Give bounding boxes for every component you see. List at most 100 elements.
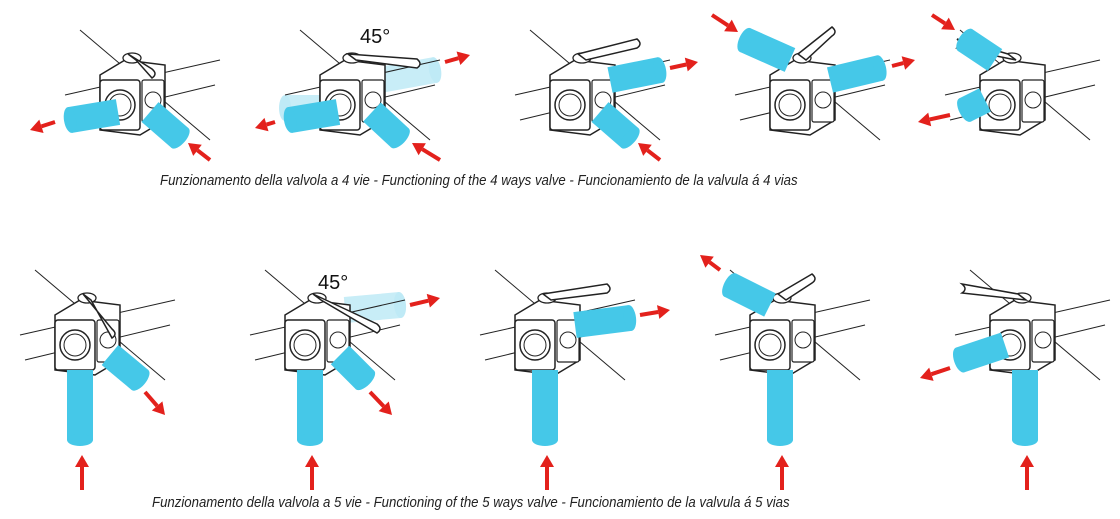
pipe-end: [957, 98, 973, 122]
pipe-end: [620, 127, 640, 149]
valve-side-port: [814, 91, 832, 109]
pipe: [955, 332, 1010, 373]
angle-label-4way: 45°: [360, 26, 391, 48]
flow-arrow-head: [1020, 455, 1034, 467]
pipe-end: [952, 347, 968, 373]
pipe-end: [283, 107, 297, 133]
valve-handle: [959, 282, 1029, 302]
angle-label-5way: 45°: [318, 272, 349, 294]
pipe-end: [1012, 434, 1038, 446]
flow-arrow-head: [378, 401, 392, 415]
valve-handle: [345, 53, 421, 69]
pipe: [377, 57, 438, 93]
caption-5way: Funzionamento della valvola a 5 vie - Fu…: [152, 494, 790, 511]
valve-figure-4way-4: [710, 13, 915, 141]
valve-side-port: [1024, 91, 1042, 109]
valve-side-port: [794, 331, 812, 349]
pipe-end: [393, 292, 407, 318]
valve-port-inner: [758, 333, 782, 357]
valve-handle: [312, 293, 381, 334]
pipe: [826, 55, 884, 93]
valve-port-inner: [988, 93, 1012, 117]
valve-handle: [796, 26, 836, 61]
pipe-end: [653, 57, 667, 83]
flow-arrow-shaft: [409, 298, 429, 307]
flow-arrow-shaft: [421, 147, 442, 162]
flow-arrow-head: [188, 143, 202, 156]
flow-arrow-head: [540, 455, 554, 467]
valve-port-inner: [523, 333, 547, 357]
valve-figure-5way-4: [700, 255, 871, 490]
flow-arrow-head: [700, 255, 714, 268]
pipe-end: [956, 28, 974, 52]
valve-side-port: [364, 91, 382, 109]
valve-figure-4way-2: [255, 29, 470, 162]
flow-arrow-shaft: [444, 56, 459, 64]
flow-arrow-head: [255, 117, 269, 132]
pipe: [739, 28, 796, 72]
flow-arrow-head: [75, 455, 89, 467]
pipe: [591, 102, 639, 148]
valve-side-port: [1034, 331, 1052, 349]
flow-arrow-shaft: [708, 260, 722, 272]
flow-arrow-shaft: [646, 148, 662, 162]
pipe-end: [390, 127, 410, 149]
valve-handle: [776, 273, 816, 301]
valve-figure-4way-3: [514, 29, 698, 162]
flow-arrow-head: [941, 17, 955, 30]
pipe: [101, 345, 149, 390]
valve-handle: [541, 283, 611, 301]
flow-arrow-shaft: [143, 390, 159, 408]
flow-arrow-shaft: [929, 113, 951, 122]
valve-figure-5way-3: [479, 269, 670, 490]
pipe: [67, 99, 121, 133]
pipe-end: [428, 57, 442, 83]
flow-arrow-shaft: [368, 390, 386, 408]
flow-arrow-head: [412, 143, 426, 156]
pipe: [957, 29, 1003, 71]
flow-arrow-head: [305, 455, 319, 467]
pipe-end: [873, 55, 887, 81]
flow-arrow-head: [151, 401, 165, 415]
flow-arrow-head: [901, 56, 915, 70]
pipe: [287, 99, 341, 133]
valve-side-port: [329, 331, 347, 349]
flow-arrow-shaft: [196, 148, 212, 162]
pipe-end: [532, 434, 558, 446]
caption-4way: Funzionamento della valvola a 4 vie - Fu…: [160, 172, 798, 189]
pipe-end: [170, 127, 190, 149]
valve-port-inner: [558, 93, 582, 117]
valve-port-inner: [63, 333, 87, 357]
flow-arrow-head: [920, 367, 934, 381]
pipe: [141, 102, 189, 148]
pipe-end: [623, 305, 637, 331]
flow-arrow-head: [657, 305, 670, 319]
flow-arrow-head: [724, 19, 738, 32]
valve-figure-4way-1: [30, 29, 221, 162]
flow-arrow-head: [918, 112, 932, 127]
pipe-end: [737, 27, 753, 53]
flow-arrow-shaft: [669, 62, 687, 70]
flow-arrow-shaft: [265, 120, 276, 127]
pipe: [573, 305, 632, 338]
flow-arrow-shaft: [891, 61, 904, 68]
flow-arrow-shaft: [930, 13, 947, 26]
pipe-end: [130, 369, 150, 391]
pipe: [607, 57, 663, 93]
flow-arrow-head: [456, 51, 470, 65]
valve-figure-5way-5: [920, 269, 1111, 490]
valve-handle: [82, 293, 116, 340]
flow-arrow-head: [684, 57, 698, 72]
pipe-end: [63, 107, 77, 133]
pipe-end: [297, 434, 323, 446]
valve-figure-5way-2: [249, 269, 440, 490]
pipe: [363, 102, 409, 148]
pipe-end: [67, 434, 93, 446]
valve-figure-4way-5: [918, 13, 1101, 141]
pipe-end: [354, 369, 376, 391]
valve-handle: [127, 53, 156, 79]
flow-arrow-shaft: [639, 309, 659, 317]
valve-port-inner: [293, 333, 317, 357]
flow-arrow-shaft: [710, 13, 730, 28]
